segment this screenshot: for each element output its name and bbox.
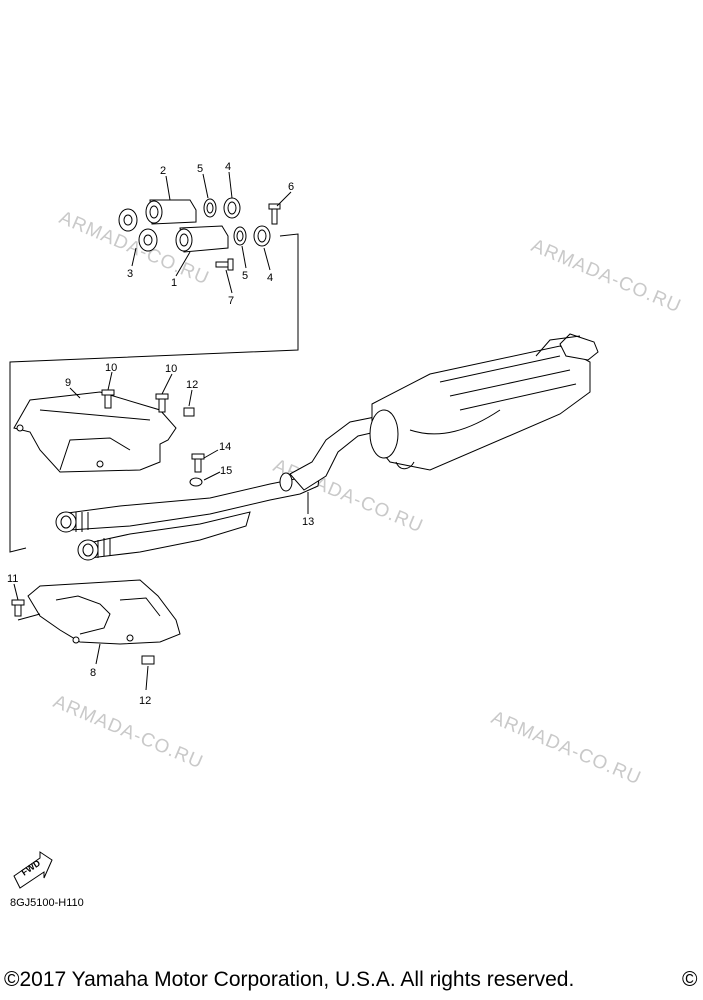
callout-12: 12 <box>186 379 198 391</box>
bolt-10 <box>104 393 112 409</box>
callout-14: 14 <box>219 441 231 453</box>
callout-15: 15 <box>220 465 232 477</box>
watermark: ARMADA-CO.RU <box>50 691 206 773</box>
callout-2: 2 <box>160 165 166 177</box>
watermark: ARMADA-CO.RU <box>488 707 644 789</box>
callout-6: 6 <box>288 181 294 193</box>
callout-5: 5 <box>197 163 203 175</box>
callout-3: 3 <box>127 268 133 280</box>
callout-7: 7 <box>228 295 234 307</box>
copyright-mark: © <box>682 968 698 991</box>
washer-15 <box>189 477 203 487</box>
callout-4: 4 <box>267 272 273 284</box>
copyright-text: ©2017 Yamaha Motor Corporation, U.S.A. A… <box>4 968 575 991</box>
watermark: ARMADA-CO.RU <box>270 455 426 537</box>
nut-12 <box>183 407 195 417</box>
bolt-14 <box>194 457 202 473</box>
callout-11: 11 <box>7 573 18 585</box>
callout-10: 10 <box>105 362 117 374</box>
callout-4: 4 <box>225 161 231 173</box>
bolt-6 <box>271 207 278 225</box>
group-bracket <box>9 233 299 553</box>
diagram-code: 8GJ5100-H110 <box>10 897 84 909</box>
fwd-arrow-icon: FWD <box>13 851 53 889</box>
callout-9: 9 <box>65 377 71 389</box>
exhaust-joint-group <box>118 171 292 294</box>
callout-8: 8 <box>90 667 96 679</box>
watermark: ARMADA-CO.RU <box>528 235 684 317</box>
callout-10: 10 <box>165 363 177 375</box>
bolt-11 <box>14 603 22 617</box>
callout-12: 12 <box>139 695 151 707</box>
callout-13: 13 <box>302 516 314 528</box>
nut-12 <box>141 655 155 665</box>
heat-protector-8 <box>27 579 181 645</box>
callout-1: 1 <box>171 277 177 289</box>
heat-protector-9 <box>13 391 177 473</box>
callout-5: 5 <box>242 270 248 282</box>
exhaust-pipe-assembly-13 <box>55 333 599 561</box>
bolt-10 <box>158 397 166 413</box>
